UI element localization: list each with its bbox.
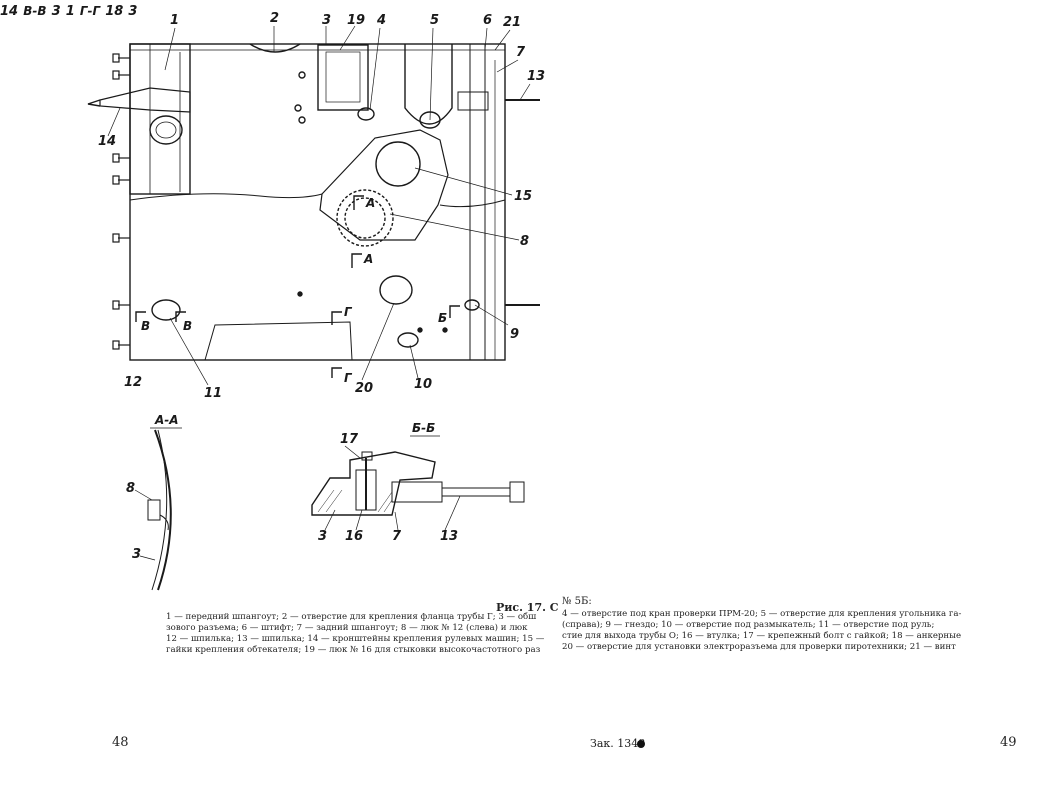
main-compartment-view (87, 25, 540, 386)
bb-label-17: 17 (340, 432, 359, 447)
bb-label-13: 13 (440, 529, 458, 544)
mark-a-bottom: А (363, 252, 373, 266)
label-12: 12 (124, 375, 142, 390)
caption-left-line: гайки крепления обтекателя; 19 — люк № 1… (166, 645, 541, 655)
label-19: 19 (347, 13, 365, 28)
mark-v-left: В (141, 319, 150, 333)
bb-label-7: 7 (392, 529, 402, 544)
mark-g-top: Г (344, 305, 353, 319)
label-15: 15 (514, 189, 532, 204)
mark-b: Б (438, 311, 447, 325)
mark-a-top: А (365, 196, 375, 210)
section-bb-title: Б-Б (412, 421, 435, 435)
mark-g-bottom: Г (344, 371, 353, 385)
label-20: 20 (355, 381, 373, 396)
label-14: 14 (98, 134, 116, 149)
caption-right-line: 20 — отверстие для установки электроразъ… (562, 642, 956, 652)
vv-label-3: 3 (51, 4, 61, 19)
caption-left-line: 1 — передний шпангоут; 2 — отверстие для… (166, 612, 537, 622)
label-11: 11 (204, 386, 222, 401)
label-3: 3 (322, 13, 331, 28)
label-2: 2 (270, 11, 279, 26)
mark-v-right: В (183, 319, 192, 333)
section-vv-title: В-В (23, 4, 47, 18)
bb-label-3: 3 (318, 529, 327, 544)
caption-left: 1 — передний шпангоут; 2 — отверстие для… (166, 612, 546, 656)
label-21: 21 (503, 15, 521, 30)
ink-spot (637, 740, 645, 748)
aa-label-8: 8 (126, 481, 135, 496)
figure-title: Рис. 17. С (496, 601, 559, 614)
aa-label-3: 3 (132, 547, 141, 562)
caption-right-line: 4 — отверстие под кран проверки ПРМ-20; … (562, 609, 962, 619)
label-1: 1 (170, 13, 179, 28)
page-number-left: 48 (112, 735, 129, 750)
section-aa (134, 427, 182, 591)
caption-left-line: 12 — шпилька; 13 — шпилька; 14 — кронште… (166, 634, 545, 644)
bb-label-16: 16 (345, 529, 363, 544)
ring-label-14: 14 (0, 4, 19, 19)
caption-right-line: (справа); 9 — гнездо; 10 — отверстие под… (562, 620, 935, 630)
section-bb (311, 435, 525, 531)
section-gg-title: Г-Г (79, 4, 101, 18)
label-8: 8 (520, 234, 529, 249)
right-ref: № 5Б: (562, 596, 592, 607)
label-4: 4 (376, 13, 386, 28)
print-order: Зак. 1348 (590, 737, 646, 750)
vv-label-1: 1 (65, 4, 75, 19)
gg-label-3: 3 (128, 4, 138, 19)
caption-left-line: зового разъема; 6 — штифт; 7 — задний шп… (166, 623, 528, 633)
caption-right-line: стие для выхода трубы О; 16 — втулка; 17… (562, 631, 962, 641)
label-6: 6 (483, 13, 492, 28)
label-5: 5 (430, 13, 439, 28)
caption-right: 4 — отверстие под кран проверки ПРМ-20; … (562, 609, 962, 653)
label-9: 9 (510, 327, 519, 342)
section-aa-title: А-А (154, 413, 179, 427)
main-labels: 1 2 3 19 4 5 6 21 7 13 14 15 8 9 10 11 1… (98, 11, 545, 401)
spine-shadow: 14 В-В 3 1 Г-Г 18 3 № 5Б: 1 — передний ш… (0, 0, 1017, 750)
label-13: 13 (527, 69, 545, 84)
page-number-right: 49 (1000, 735, 1017, 750)
label-10: 10 (414, 377, 432, 392)
label-7: 7 (516, 45, 526, 60)
gg-label-18: 18 (105, 4, 124, 19)
page-spine: 14 В-В 3 1 Г-Г 18 3 № 5Б: 1 — передний ш… (0, 0, 1017, 750)
